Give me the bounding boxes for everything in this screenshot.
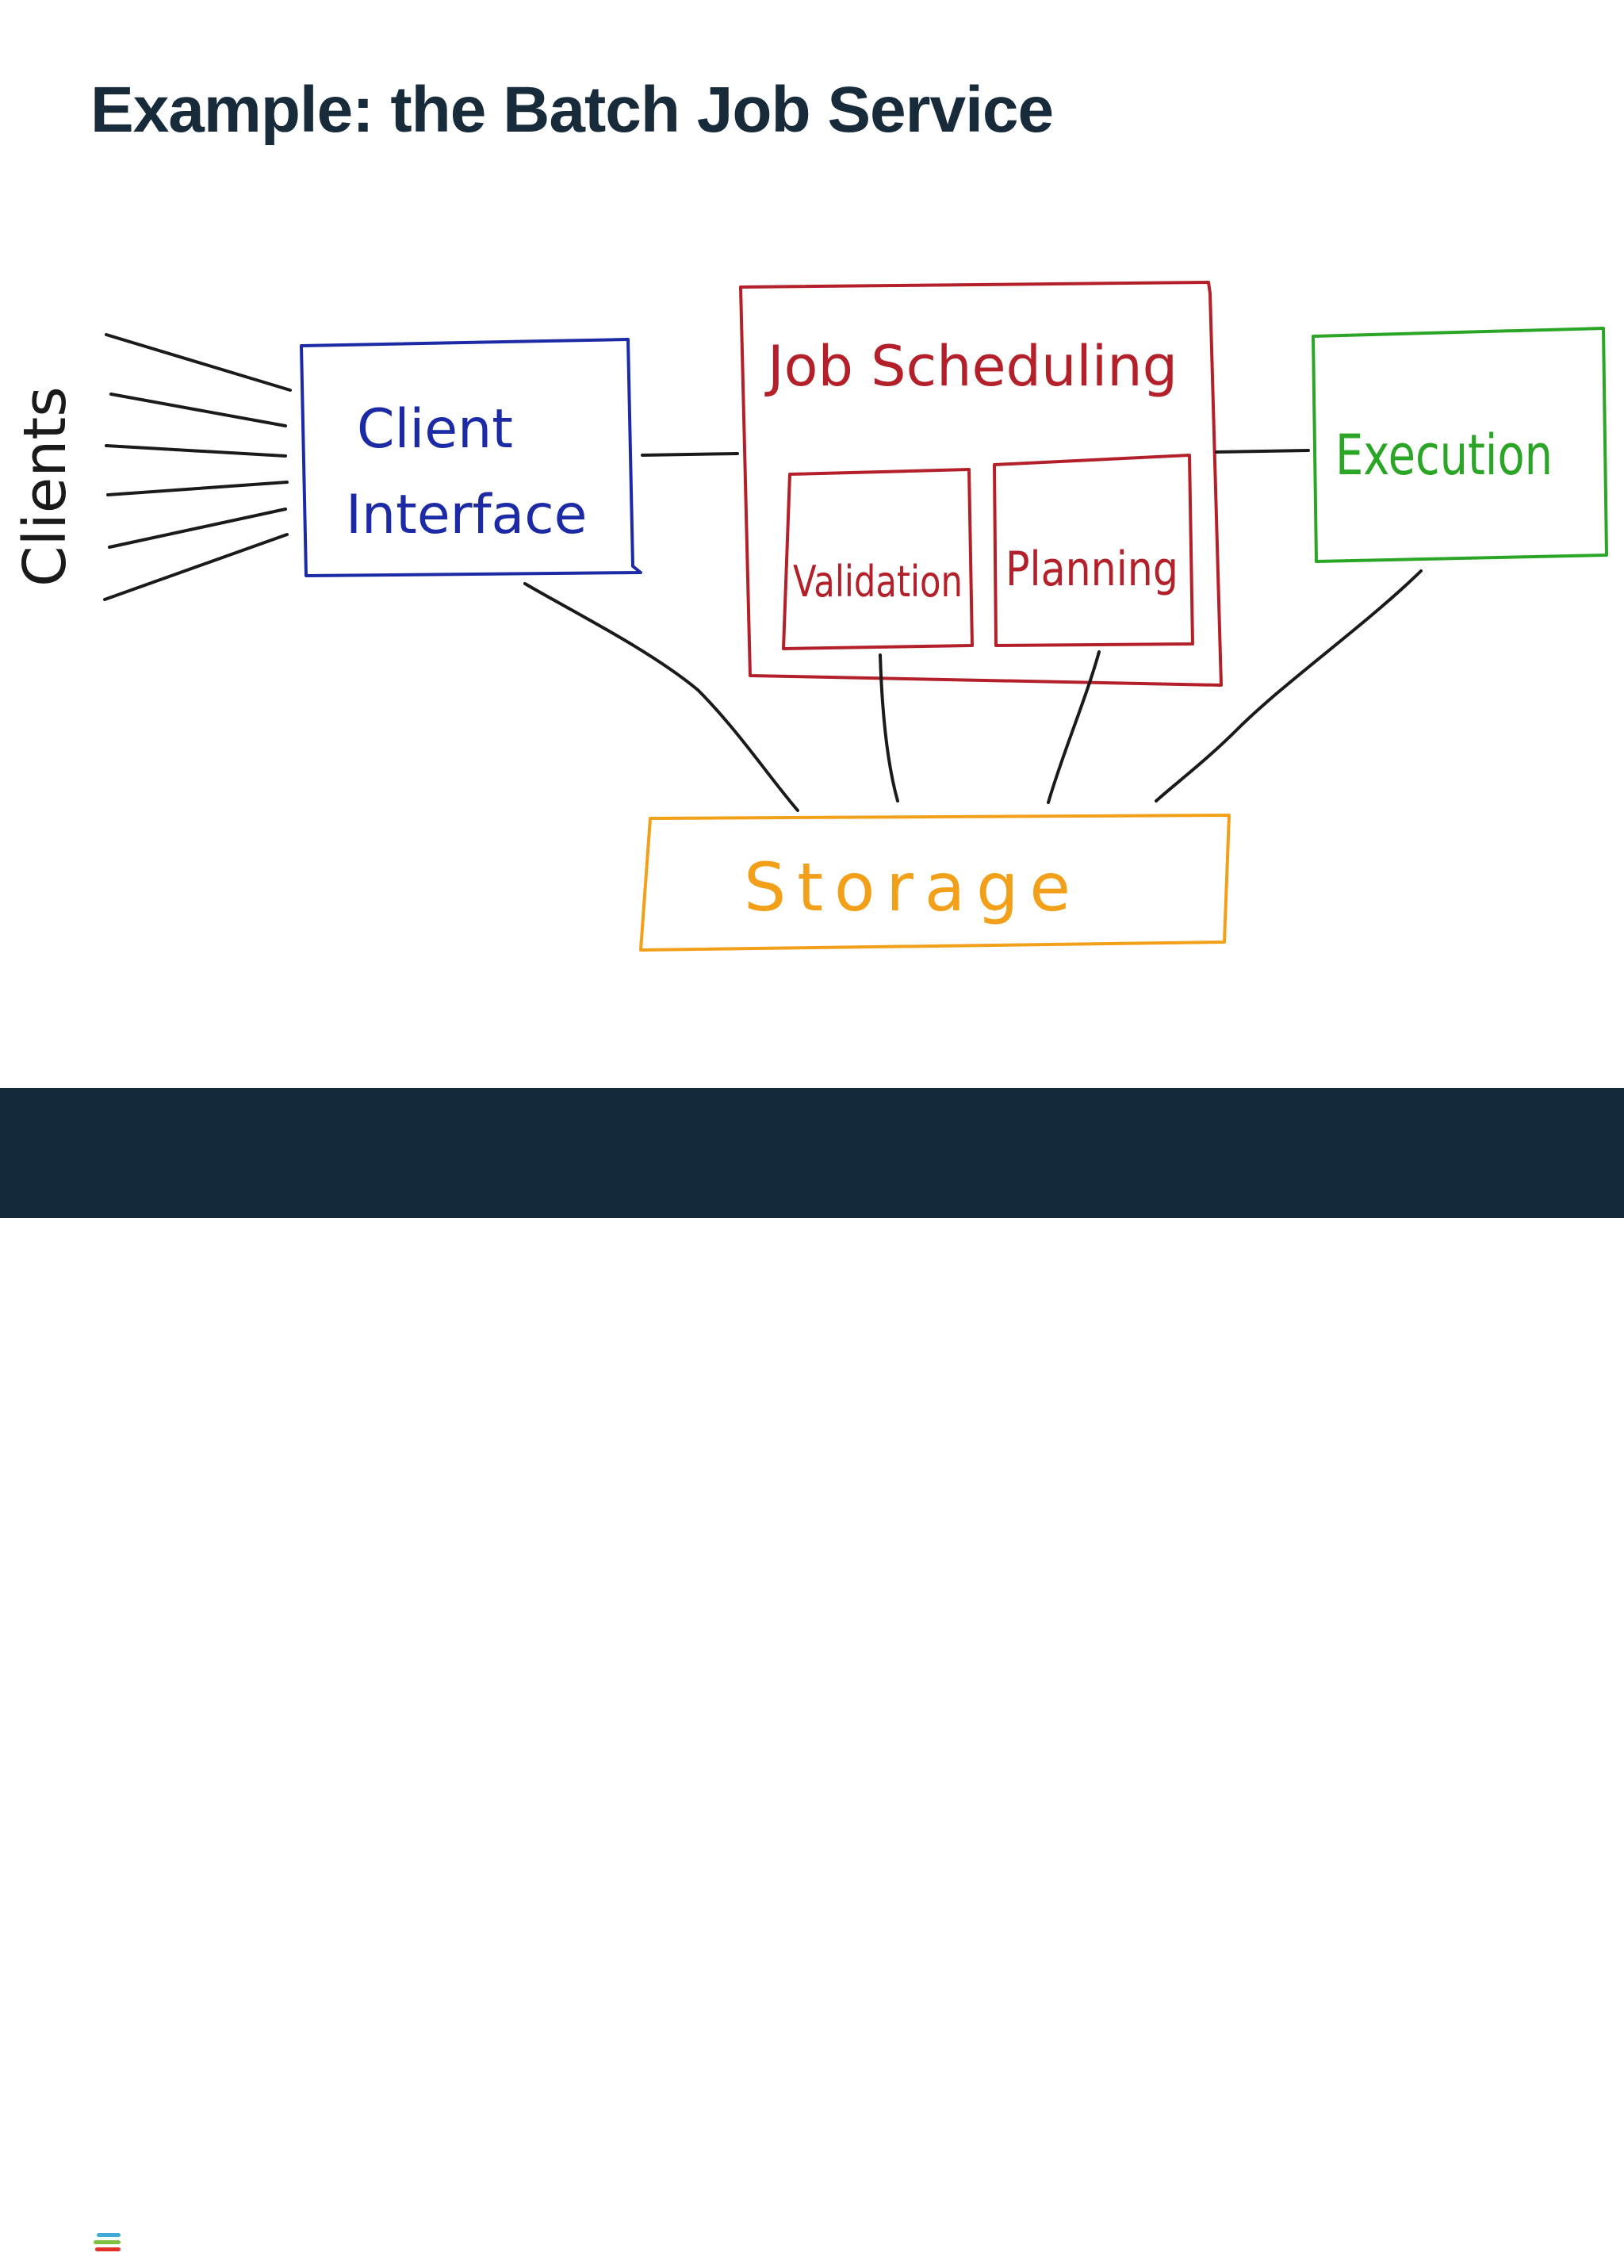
- page-number: 17: [1508, 2228, 1534, 2253]
- job-scheduling-node: Job Scheduling Validation Planning: [739, 281, 1223, 687]
- execution-storage-line: [1155, 569, 1423, 803]
- slide-title: Example: the Batch Job Service: [90, 74, 1054, 146]
- job-scheduling-box: [739, 281, 1223, 687]
- planning-label: Planning: [1005, 542, 1178, 597]
- storage-label: Storage: [744, 849, 1071, 926]
- execution-node: Execution: [1312, 327, 1608, 563]
- client-line: [103, 533, 289, 601]
- execution-box: [1312, 327, 1608, 563]
- job-scheduling-label: Job Scheduling: [764, 334, 1178, 399]
- client-interface-label-line1: Client: [357, 398, 513, 461]
- validation-box: [782, 468, 974, 650]
- typesafe-logo-icon: [83, 2219, 131, 2266]
- planning-storage-line: [1047, 650, 1101, 804]
- client-connection-lines: [103, 333, 292, 601]
- client-line: [105, 444, 287, 458]
- storage-connection-lines: [523, 569, 1423, 812]
- footer-bar: Typesafe 17: [0, 1088, 1624, 2266]
- client-interface-label-line2: Interface: [346, 484, 587, 546]
- client-interface-box: [300, 338, 642, 577]
- storage-node: Storage: [639, 814, 1231, 952]
- client-line: [106, 481, 289, 496]
- execution-label: Execution: [1335, 423, 1553, 488]
- client-line: [108, 508, 287, 549]
- architecture-diagram: Clients Client Interface Job Scheduling …: [11, 281, 1608, 952]
- planning-box: [993, 454, 1194, 647]
- client-interface-node: Client Interface: [300, 338, 642, 577]
- clients-label: Clients: [11, 386, 79, 587]
- brand: Typesafe: [82, 2217, 294, 2268]
- validation-label: Validation: [793, 557, 963, 607]
- storage-box: [639, 814, 1231, 952]
- validation-storage-line: [879, 653, 899, 803]
- interface-storage-line: [523, 582, 799, 812]
- client-line: [109, 393, 287, 427]
- interface-scheduling-connector: [641, 452, 739, 457]
- client-line: [105, 333, 292, 392]
- scheduling-execution-connector: [1215, 449, 1310, 454]
- brand-name: Typesafe: [136, 2220, 294, 2265]
